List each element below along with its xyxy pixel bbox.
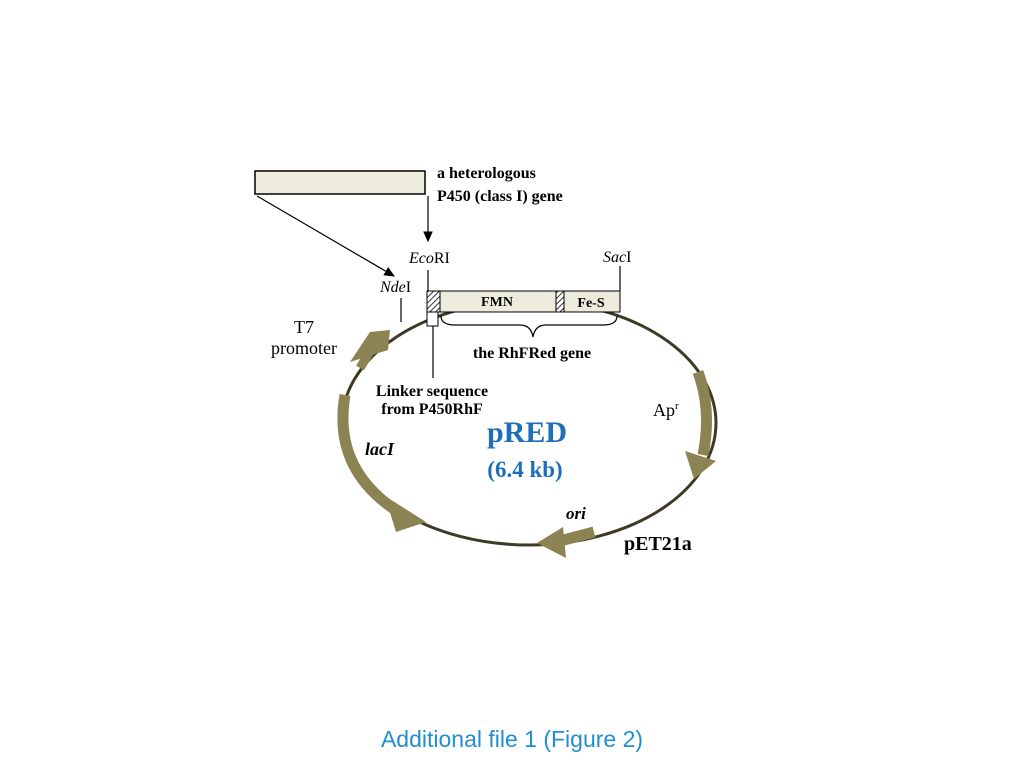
eco-site-label: EcoRI [408,250,450,267]
laci-arc [337,394,403,518]
ori-stem [558,526,596,547]
ori-arrowhead [537,527,566,558]
insertion-arrow-nde [256,195,396,277]
gene-brace [440,315,618,338]
plasmid-size: (6.4 kb) [487,457,562,482]
plasmid-name: pRED [487,416,567,449]
backbone-label: pET21a [624,533,692,555]
eco-hatch-box [426,290,441,313]
linker-marker-box [426,311,439,327]
heterologous-gene-box [254,170,426,195]
fmn-label: FMN [481,295,513,310]
linker-label-line2: from P450RhF [381,401,483,418]
fes-label: Fe-S [577,296,604,311]
apr-arc [692,370,713,457]
t7-promoter-stem [356,345,376,371]
linker-label-line1: Linker sequence [376,383,488,400]
nde-site-label: NdeI [379,279,411,296]
laci-arrowhead [385,496,426,532]
apr-label: Apr [653,400,679,420]
laci-label: lacI [365,439,395,459]
linker-hatch-box [555,290,565,313]
rhfred-gene-label: the RhFRed gene [473,345,591,362]
insert-gene-label-line1: a heterologous [437,165,536,182]
t7-label-line2: promoter [271,338,337,358]
t7-label-line1: T7 [294,317,314,337]
figure-caption: Additional file 1 (Figure 2) [380,726,644,752]
ori-label: ori [566,504,586,523]
fes-domain-box [563,290,621,313]
apr-arrowhead [685,451,716,479]
sac-site-label: SacI [603,249,631,266]
t7-promoter-arrow [350,330,390,362]
insert-gene-label-line2: P450 (class I) gene [437,188,563,205]
